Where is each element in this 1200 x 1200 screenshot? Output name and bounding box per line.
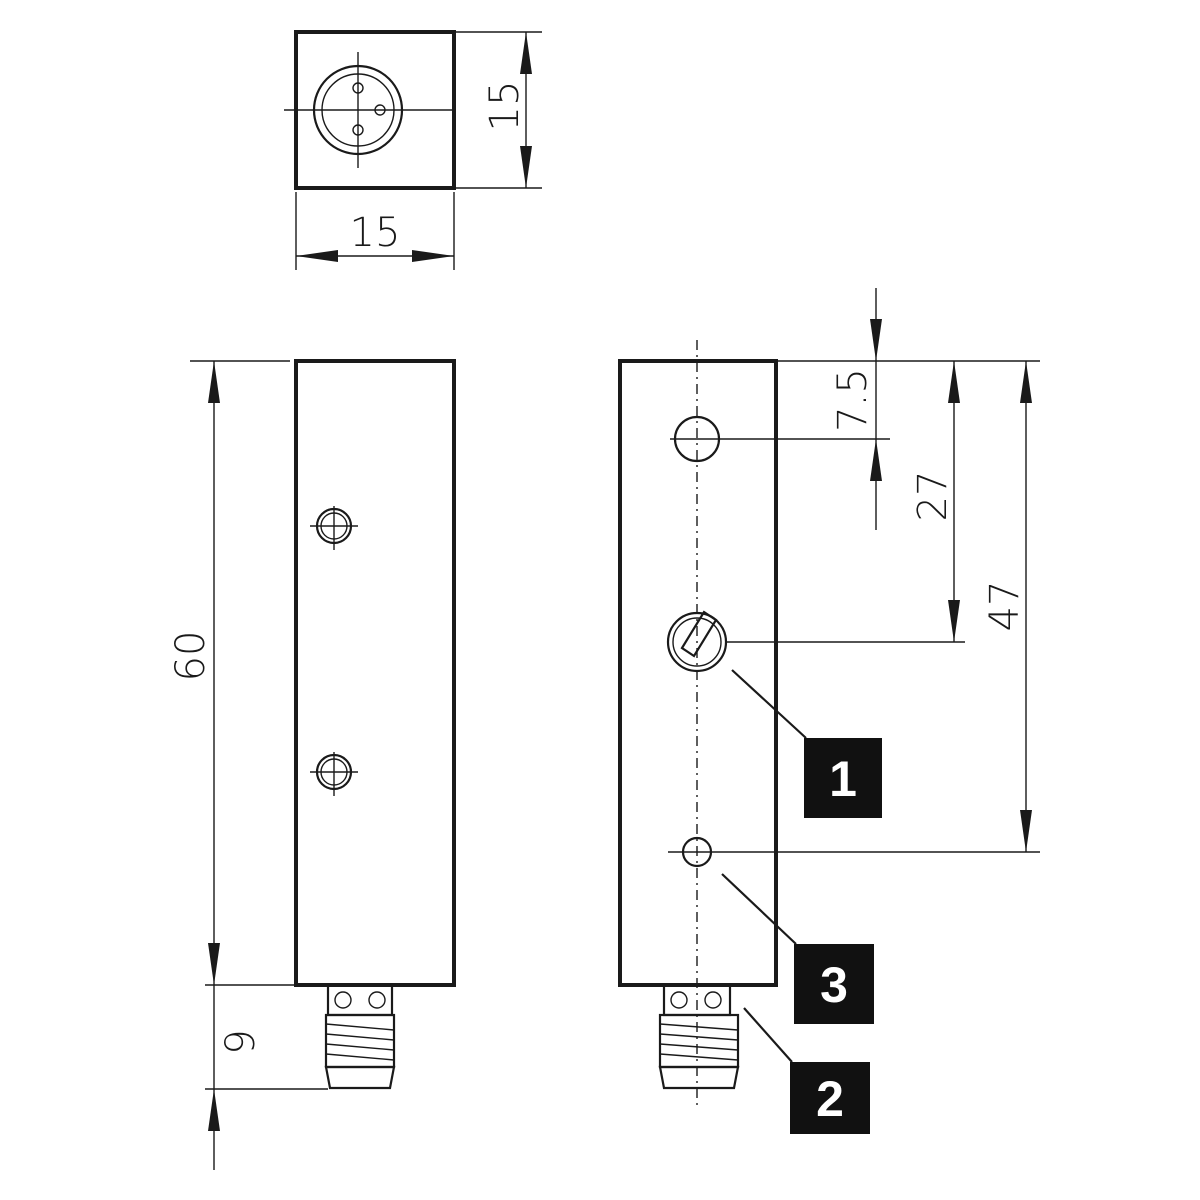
dim-length: 60	[168, 631, 214, 682]
callout-badge-1: 1	[804, 738, 882, 818]
connector-pin	[352, 82, 364, 94]
dim-hole2-offset: 27	[910, 471, 956, 522]
arrowhead	[412, 250, 454, 262]
connector-left	[324, 983, 396, 1090]
arrowhead	[1020, 361, 1032, 403]
body-outline-right	[618, 359, 778, 987]
body-outline-left	[294, 359, 456, 987]
arrowhead	[520, 146, 532, 188]
callout-leader-3	[721, 873, 797, 945]
svg-text:1: 1	[829, 751, 857, 807]
svg-text:2: 2	[816, 1071, 844, 1127]
arrowhead	[1020, 810, 1032, 852]
arrowhead	[870, 319, 882, 361]
arrowhead	[296, 250, 338, 262]
dim-top-height: 15	[482, 81, 528, 132]
svg-text:3: 3	[820, 957, 848, 1013]
callout-badge-3: 3	[794, 944, 874, 1024]
dim-hole1-offset: 7.5	[830, 368, 876, 432]
connector-right	[658, 983, 740, 1090]
callout-leader-2	[743, 1007, 793, 1063]
dim-hole3-offset: 47	[982, 581, 1028, 632]
screw-icon	[310, 506, 358, 550]
screw-icon	[310, 752, 358, 796]
arrowhead	[208, 943, 220, 985]
connector-pin	[374, 104, 386, 116]
arrowhead	[948, 600, 960, 642]
arrowhead	[208, 361, 220, 403]
callout-leader-1	[731, 669, 807, 739]
arrowhead	[208, 1089, 220, 1131]
side-view-left: 60 9	[168, 359, 456, 1170]
dim-connector-length: 9	[218, 1029, 264, 1054]
top-view: 15 15	[284, 30, 542, 270]
dim-top-width: 15	[350, 210, 401, 256]
arrowhead	[520, 32, 532, 74]
connector-outer-ring	[312, 64, 404, 156]
callout-badge-2: 2	[790, 1062, 870, 1134]
side-view-right: 7.5 27 47 1 3 2	[618, 288, 1040, 1134]
arrowhead	[948, 361, 960, 403]
connector-inner-ring	[321, 73, 395, 147]
connector-pin	[352, 124, 364, 136]
arrowhead	[870, 439, 882, 481]
